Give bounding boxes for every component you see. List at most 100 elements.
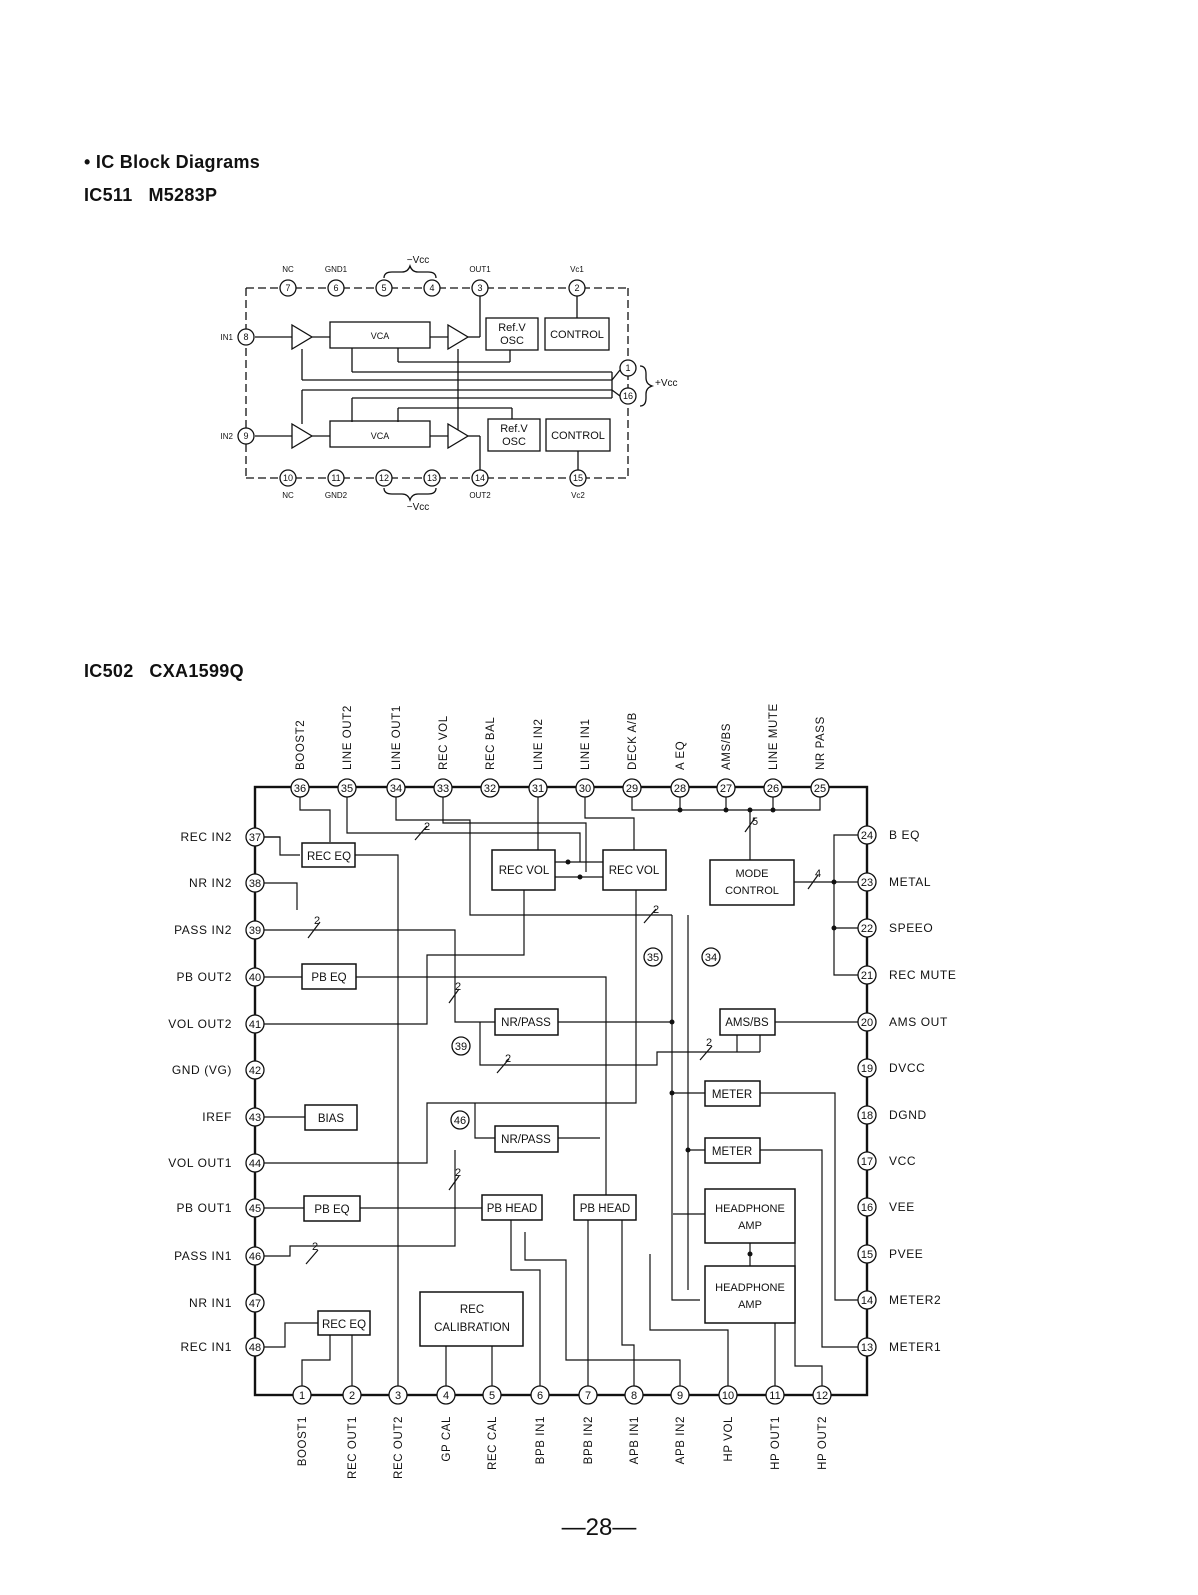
pin-label: GND2 <box>325 491 348 500</box>
meter-block-1 <box>704 1080 761 1107</box>
ic502-pin-38: 38 <box>245 873 265 893</box>
mode-control-l1: MODE <box>736 868 769 880</box>
pin-number: 11 <box>769 1390 780 1402</box>
ic502-pin-27: 27 <box>716 778 736 798</box>
pin-label: IREF <box>202 1110 232 1124</box>
nr-pass-block-2 <box>494 1008 559 1036</box>
ic502-pin-45: 45 <box>245 1198 265 1218</box>
pin-number: 33 <box>437 783 449 795</box>
ic502-block-labels: REC EQ REC VOL REC VOL MODE CONTROL PB E… <box>307 851 785 1334</box>
ic502-pin-20: 20 <box>857 1012 877 1032</box>
pin-number: 20 <box>861 1017 873 1029</box>
pb-head-block-2 <box>573 1194 637 1221</box>
pin-label: BPB IN2 <box>583 1416 595 1464</box>
pin-label: PB OUT1 <box>176 1201 232 1215</box>
ic502-pin-46: 46 <box>245 1246 265 1266</box>
pin-number: 2 <box>349 1390 355 1402</box>
ic511-pin-16: 16 <box>619 387 637 405</box>
pin-number: 13 <box>427 473 437 483</box>
ic511-input-amp-2 <box>291 422 314 450</box>
inner-mark: 35 <box>643 947 663 967</box>
ic502-pin-21: 21 <box>857 965 877 985</box>
ic502-pin-4: 4 <box>436 1385 456 1405</box>
pin-number: 13 <box>861 1342 873 1354</box>
ic502-pin-29: 29 <box>622 778 642 798</box>
pin-number: 27 <box>720 783 732 795</box>
pin-number: 3 <box>395 1390 401 1402</box>
pin-number: 48 <box>249 1342 261 1354</box>
pin-label: NR IN2 <box>189 876 232 890</box>
rec-eq-block-1 <box>317 1310 371 1336</box>
ic511-title: IC511 M5283P <box>84 185 218 205</box>
pin-label: APB IN1 <box>629 1416 641 1464</box>
ic502-pin-47: 47 <box>245 1293 265 1313</box>
nr-pass-block-1 <box>494 1125 559 1153</box>
pin-number: 10 <box>283 473 293 483</box>
ams-bs-block <box>719 1008 776 1036</box>
ic511-vca-2 <box>329 420 431 448</box>
ic502-pin-8: 8 <box>624 1385 644 1405</box>
ic511-pin-9: 9 <box>237 427 255 445</box>
pin-number: 35 <box>341 783 353 795</box>
svg-text:34: 34 <box>705 952 717 964</box>
pin-label: DECK A/B <box>627 712 639 770</box>
pin-label: REC MUTE <box>889 968 956 982</box>
ic502-pin-28: 28 <box>670 778 690 798</box>
bus-width-label: 2 <box>706 1037 712 1049</box>
pin-number: 16 <box>623 391 633 401</box>
ic502-pin-11: 11 <box>765 1385 785 1405</box>
pin-number: 30 <box>579 783 591 795</box>
pin-number: 8 <box>243 332 248 342</box>
bus-width-label: 2 <box>455 1167 461 1179</box>
pin-label: REC IN1 <box>180 1340 232 1354</box>
ic502-pin-30: 30 <box>575 778 595 798</box>
pin-label: BOOST2 <box>295 720 307 770</box>
pin-label: DVCC <box>889 1061 925 1075</box>
ic502-pin-12: 12 <box>812 1385 832 1405</box>
ic511-pin-11: 11 <box>327 469 345 487</box>
pin-number: 1 <box>299 1390 305 1402</box>
nr-pass-2-label: NR/PASS <box>501 1017 551 1029</box>
bus-width-label: 4 <box>815 868 821 880</box>
pin-label: HP OUT1 <box>770 1416 782 1470</box>
pin-number: 37 <box>249 832 261 844</box>
pin-label: LINE MUTE <box>768 703 780 770</box>
ic502-pin-36: 36 <box>290 778 310 798</box>
rec-eq-block-2 <box>301 842 356 868</box>
bus-width-label: 2 <box>424 821 430 833</box>
svg-text:35: 35 <box>647 952 659 964</box>
ic511-pin-8: 8 <box>237 328 255 346</box>
ic502-title: IC502 CXA1599Q <box>84 661 244 681</box>
ic511-output-amp-1 <box>447 323 470 351</box>
ic511-pin-10: 10 <box>279 469 297 487</box>
pin-label: PASS IN2 <box>174 923 232 937</box>
ic502-pin-33: 33 <box>433 778 453 798</box>
rec-cal-l2: CALIBRATION <box>434 1322 510 1334</box>
pin-number: 25 <box>814 783 826 795</box>
headphone-amp-block-2 <box>704 1265 796 1324</box>
pin-label: GP CAL <box>441 1416 453 1462</box>
ic511-pin-7: 7 <box>279 279 297 297</box>
pin-label: METER2 <box>889 1293 941 1307</box>
pin-number: 44 <box>249 1158 261 1170</box>
ic511-pin-3: 3 <box>471 279 489 297</box>
inner-mark: 39 <box>451 1036 471 1056</box>
ic511-control-2-label: CONTROL <box>551 430 605 442</box>
ic502-pin-19: 19 <box>857 1058 877 1078</box>
ic511-pin-1: 1 <box>619 359 637 377</box>
pin-number: 45 <box>249 1203 261 1215</box>
pin-number: 1 <box>625 363 630 373</box>
ic511-pin-15: 15 <box>569 469 587 487</box>
meter-block-2 <box>704 1137 761 1164</box>
ic511-vca-2-label: VCA <box>371 431 390 441</box>
ic502-pin-18: 18 <box>857 1105 877 1125</box>
inner-mark: 46 <box>450 1110 470 1130</box>
inner-mark: 34 <box>701 947 721 967</box>
pin-number: 28 <box>674 783 686 795</box>
ic511-vca-1-label: VCA <box>371 331 390 341</box>
ic502-pin-35: 35 <box>337 778 357 798</box>
pin-number: 10 <box>722 1390 734 1402</box>
ic502-wiring <box>262 795 860 1388</box>
